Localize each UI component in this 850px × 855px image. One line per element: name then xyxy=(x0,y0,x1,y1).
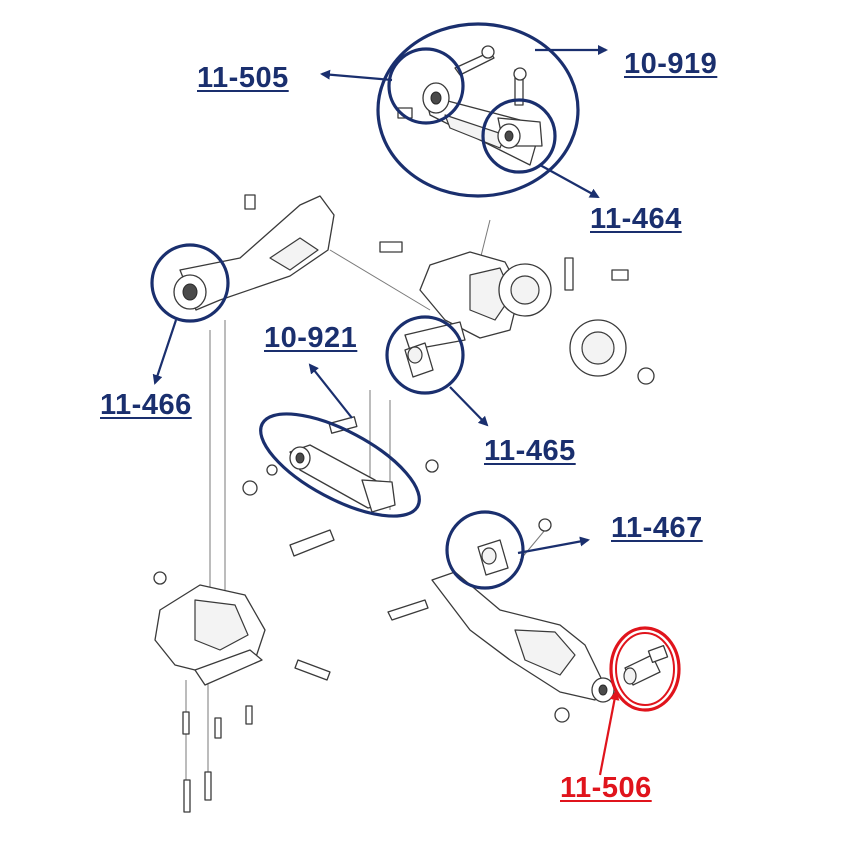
leader-11-505 xyxy=(320,69,393,82)
bushing-11-506 xyxy=(623,644,669,686)
callout-11-505-circle xyxy=(387,47,465,125)
label-11-505[interactable]: 11-505 xyxy=(197,62,289,94)
leader-11-466 xyxy=(152,319,178,385)
callout-10-921-ellipse xyxy=(259,412,421,518)
callout-11-466-circle xyxy=(150,243,230,323)
label-11-466[interactable]: 11-466 xyxy=(100,389,192,421)
leader-11-506 xyxy=(598,690,620,776)
bushing-11-465 xyxy=(404,342,434,378)
leader-11-464 xyxy=(539,164,600,198)
label-11-464[interactable]: 11-464 xyxy=(590,203,682,235)
assembly-guide-lines xyxy=(185,219,546,800)
label-10-919[interactable]: 10-919 xyxy=(624,48,718,80)
trailing-link-left xyxy=(173,194,335,311)
label-10-921[interactable]: 10-921 xyxy=(264,322,358,354)
callout-10-919-ellipse xyxy=(376,22,580,198)
leader-11-465 xyxy=(449,386,489,427)
label-11-467[interactable]: 11-467 xyxy=(611,512,703,544)
label-11-506[interactable]: 11-506 xyxy=(560,772,652,804)
subframe-bracket xyxy=(153,571,331,813)
label-11-465[interactable]: 11-465 xyxy=(484,435,576,467)
leader-11-467 xyxy=(517,536,590,555)
leader-10-921 xyxy=(308,363,353,419)
lower-control-arm xyxy=(387,518,615,723)
callout-11-467-circle xyxy=(445,510,525,590)
callout-11-506-circle xyxy=(609,626,681,712)
toe-link xyxy=(242,416,439,557)
bushing-11-467 xyxy=(477,539,509,576)
knuckle-and-hub xyxy=(379,241,655,385)
upper-camber-arm xyxy=(397,45,543,166)
callout-11-465-circle xyxy=(385,315,465,395)
callout-11-464-circle xyxy=(481,98,557,174)
